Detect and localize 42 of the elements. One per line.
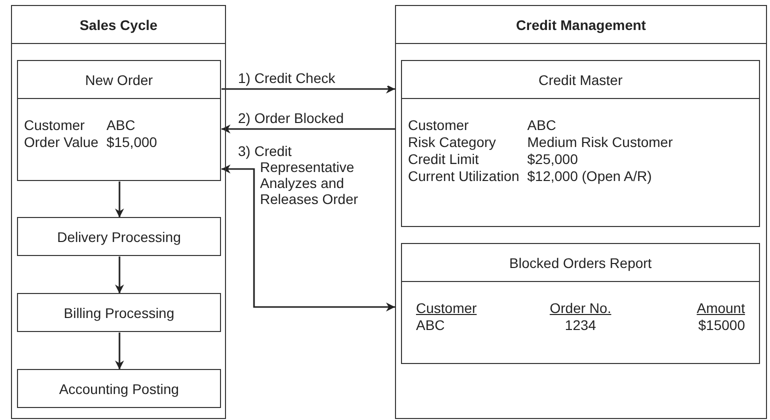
table-cell-text: ABC [415, 317, 446, 334]
panel-heading: Sales Cycle [12, 6, 225, 44]
swimlane-panel [11, 5, 226, 419]
field-label: Customer [24, 117, 86, 134]
edge-label: 3) Credit Representative Analyzes and Releases Order [238, 143, 360, 207]
field-value: $12,000 (Open A/R) [527, 168, 653, 185]
panel-heading: Credit Management [396, 6, 766, 44]
arrow [115, 332, 124, 370]
column-header: Order No. [548, 300, 612, 317]
process-box [17, 217, 221, 256]
column-header: Amount [696, 300, 746, 317]
arrow [115, 256, 124, 294]
swimlane-panel [395, 5, 767, 419]
field-value: ABC [106, 117, 136, 134]
field-value: $25,000 [527, 151, 579, 168]
column-header: Customer [415, 300, 478, 317]
box-title: Blocked Orders Report [402, 244, 759, 282]
field-label: Risk Category [408, 134, 497, 151]
table-cell-text: $15000 [697, 317, 746, 334]
arrow [222, 124, 395, 134]
field-label: Credit Limit [408, 151, 480, 168]
field-label: Order Value [24, 134, 98, 151]
field-label: Current Utilization [408, 168, 520, 185]
edge-label: 1) Credit Check [238, 70, 388, 86]
report-box [401, 243, 760, 364]
arrow [115, 182, 124, 218]
box-title: Delivery Processing [56, 228, 182, 247]
field-value: $15,000 [106, 134, 158, 151]
box-title: Billing Processing [62, 304, 176, 323]
box-title: New Order [18, 61, 220, 99]
box-title: Credit Master [402, 61, 759, 99]
record-box [17, 60, 221, 181]
process-box [17, 369, 221, 408]
field-value: Medium Risk Customer [527, 134, 674, 151]
table-cell-text: 1234 [564, 317, 598, 334]
field-label: Customer [408, 117, 470, 134]
field-value: ABC [527, 117, 558, 134]
process-box [17, 293, 221, 332]
arrow [222, 164, 395, 312]
box-title: Accounting Posting [58, 380, 180, 399]
arrow [222, 84, 395, 94]
record-box [401, 60, 760, 227]
